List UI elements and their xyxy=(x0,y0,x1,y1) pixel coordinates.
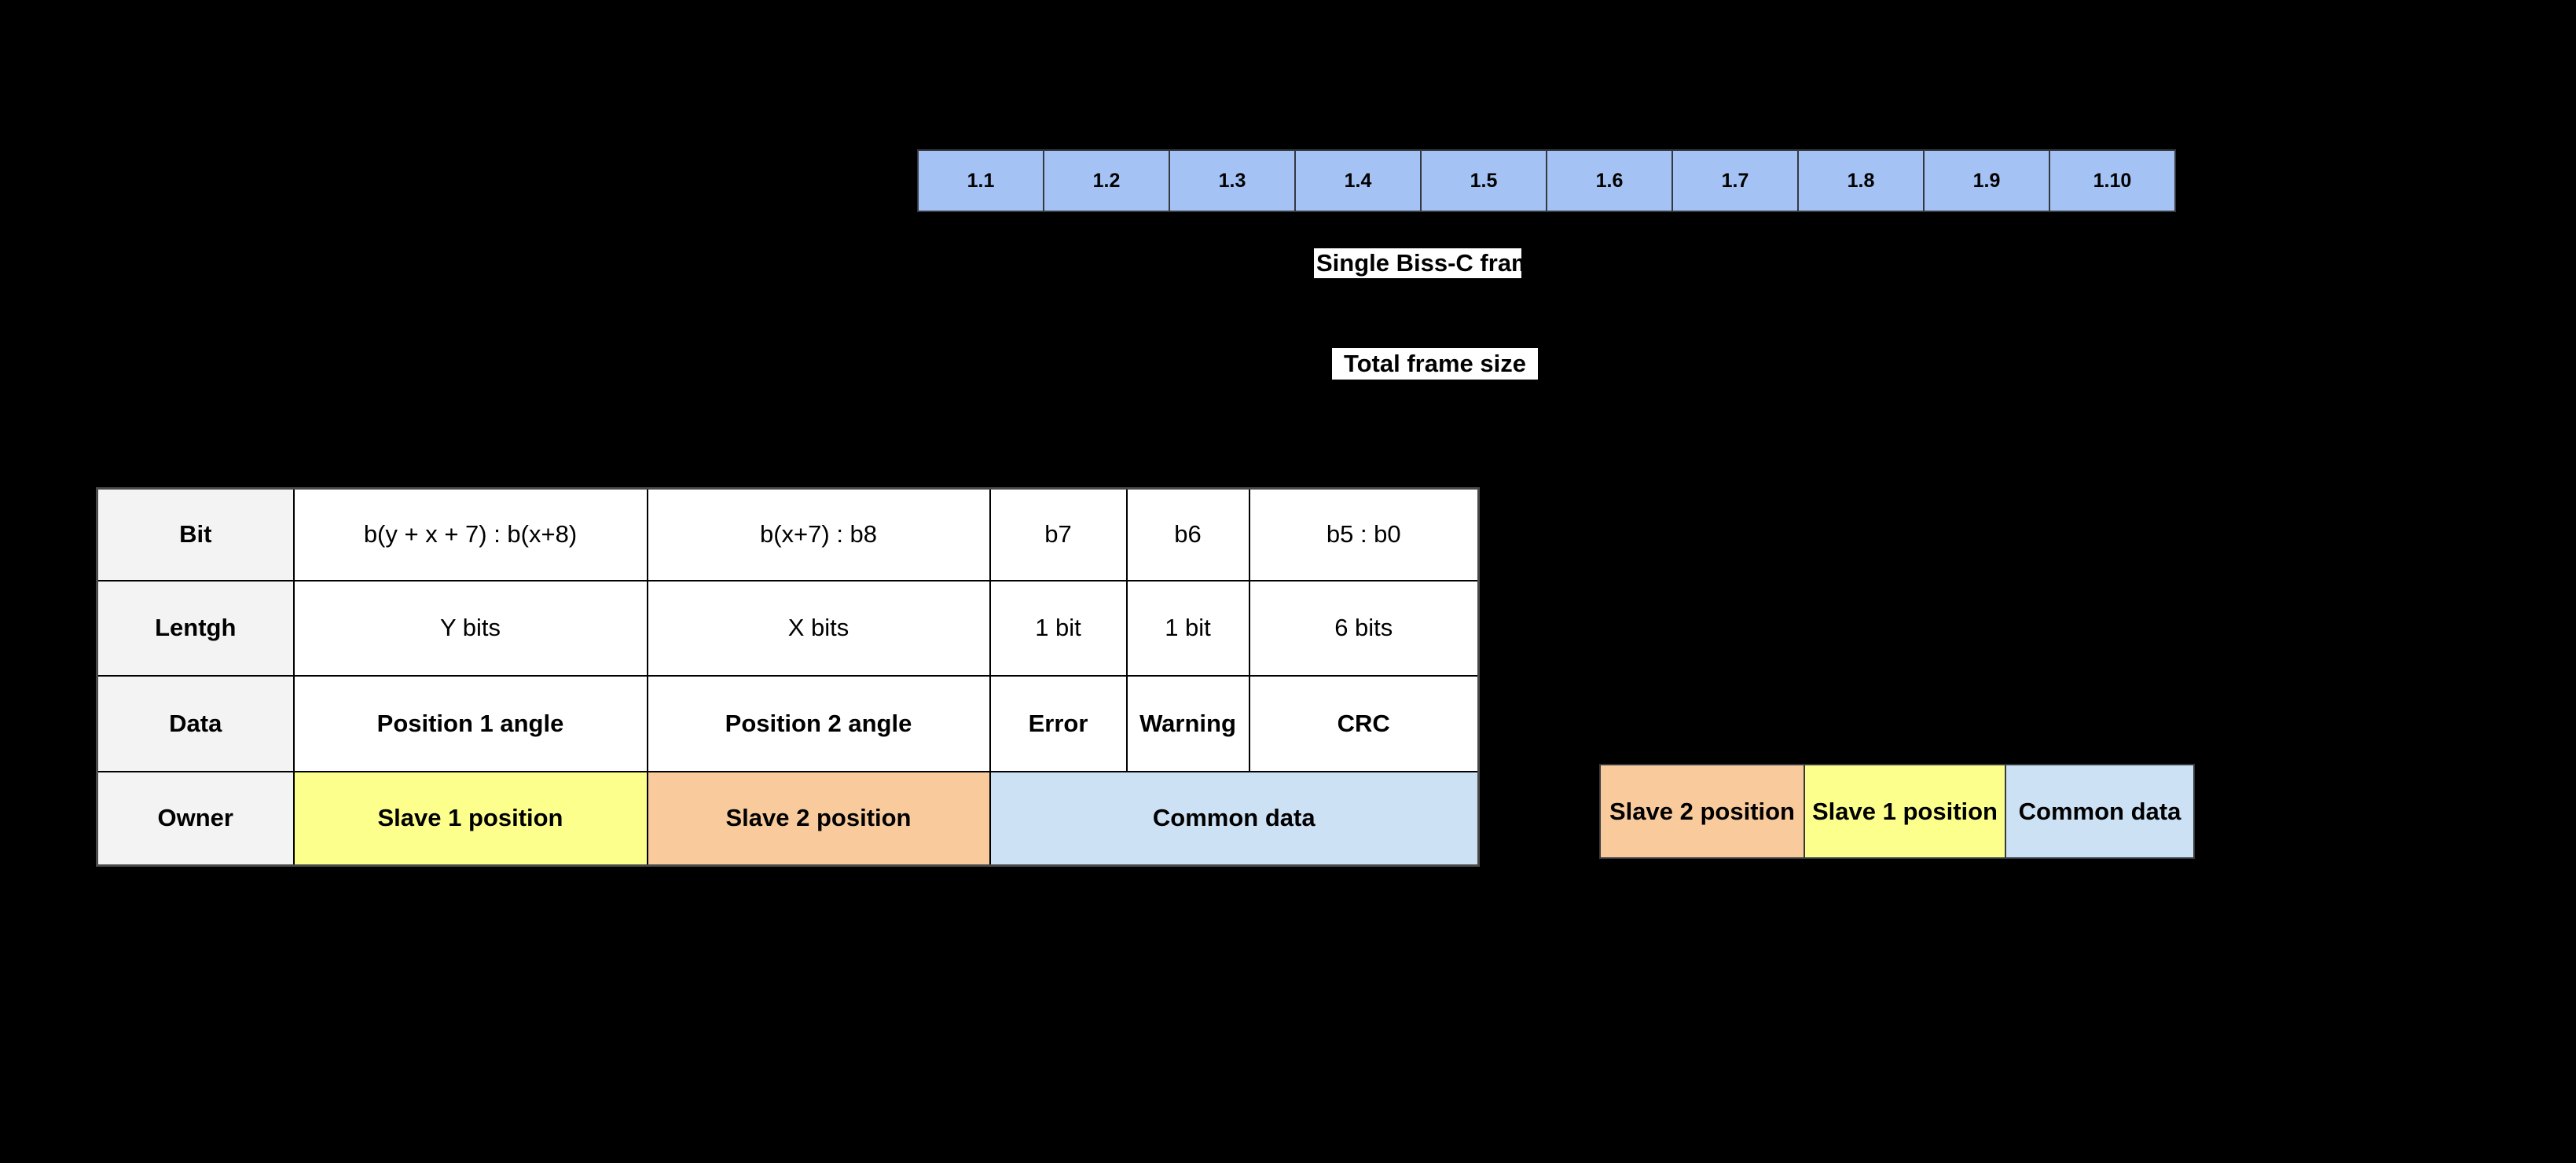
frame-cell: 1.3 xyxy=(1169,149,1296,212)
reordered-owner-row: Slave 2 position Slave 1 position Common… xyxy=(1599,764,2195,859)
length-cell: 1 bit xyxy=(989,579,1128,677)
length-cell: Y bits xyxy=(292,579,648,677)
data-cell: Error xyxy=(989,674,1128,772)
legend-slave1-cell: Slave 1 position xyxy=(1804,764,2006,859)
frame-cell: 1.8 xyxy=(1797,149,1925,212)
frame-cell: 1.10 xyxy=(2049,149,2176,212)
owner-common-data-cell: Common data xyxy=(989,770,1480,867)
frame-cell: 1.6 xyxy=(1546,149,1673,212)
table-row-data: Data Position 1 angle Position 2 angle E… xyxy=(96,674,1480,772)
owner-slave1-cell: Slave 1 position xyxy=(292,770,648,867)
row-header-length: Lentgh xyxy=(96,579,295,677)
total-frame-size-label: Total frame size xyxy=(1332,348,1538,380)
owner-slave2-cell: Slave 2 position xyxy=(646,770,991,867)
bit-range-cell: b(y + x + 7) : b(x+8) xyxy=(292,487,648,582)
bit-range-cell: b(x+7) : b8 xyxy=(646,487,991,582)
data-cell: CRC xyxy=(1248,674,1480,772)
table-row-owner: Owner Slave 1 position Slave 2 position … xyxy=(96,770,1480,867)
frame-cell: 1.1 xyxy=(917,149,1044,212)
data-cell: Position 1 angle xyxy=(292,674,648,772)
frame-cell: 1.7 xyxy=(1671,149,1799,212)
frame-bits-table: Bit b(y + x + 7) : b(x+8) b(x+7) : b8 b7… xyxy=(96,487,1480,867)
bissc-frame-sequence-row: 1.1 1.2 1.3 1.4 1.5 1.6 1.7 1.8 1.9 1.10 xyxy=(917,149,2176,212)
bit-range-cell: b6 xyxy=(1125,487,1250,582)
length-cell: 6 bits xyxy=(1248,579,1480,677)
bit-range-cell: b7 xyxy=(989,487,1128,582)
frame-cell: 1.9 xyxy=(1923,149,2050,212)
table-row-length: Lentgh Y bits X bits 1 bit 1 bit 6 bits xyxy=(96,579,1480,677)
frame-cell: 1.2 xyxy=(1043,149,1170,212)
row-header-bit: Bit xyxy=(96,487,295,582)
single-bissc-frame-label: Single Biss-C frame xyxy=(1314,248,1521,278)
legend-common-data-cell: Common data xyxy=(2005,764,2195,859)
row-header-data: Data xyxy=(96,674,295,772)
length-cell: 1 bit xyxy=(1125,579,1250,677)
legend-slave2-cell: Slave 2 position xyxy=(1599,764,1805,859)
bit-range-cell: b5 : b0 xyxy=(1248,487,1480,582)
table-row-bit: Bit b(y + x + 7) : b(x+8) b(x+7) : b8 b7… xyxy=(96,487,1480,582)
row-header-owner: Owner xyxy=(96,770,295,867)
frame-cell: 1.5 xyxy=(1420,149,1547,212)
data-cell: Warning xyxy=(1125,674,1250,772)
length-cell: X bits xyxy=(646,579,991,677)
data-cell: Position 2 angle xyxy=(646,674,991,772)
frame-cell: 1.4 xyxy=(1294,149,1422,212)
